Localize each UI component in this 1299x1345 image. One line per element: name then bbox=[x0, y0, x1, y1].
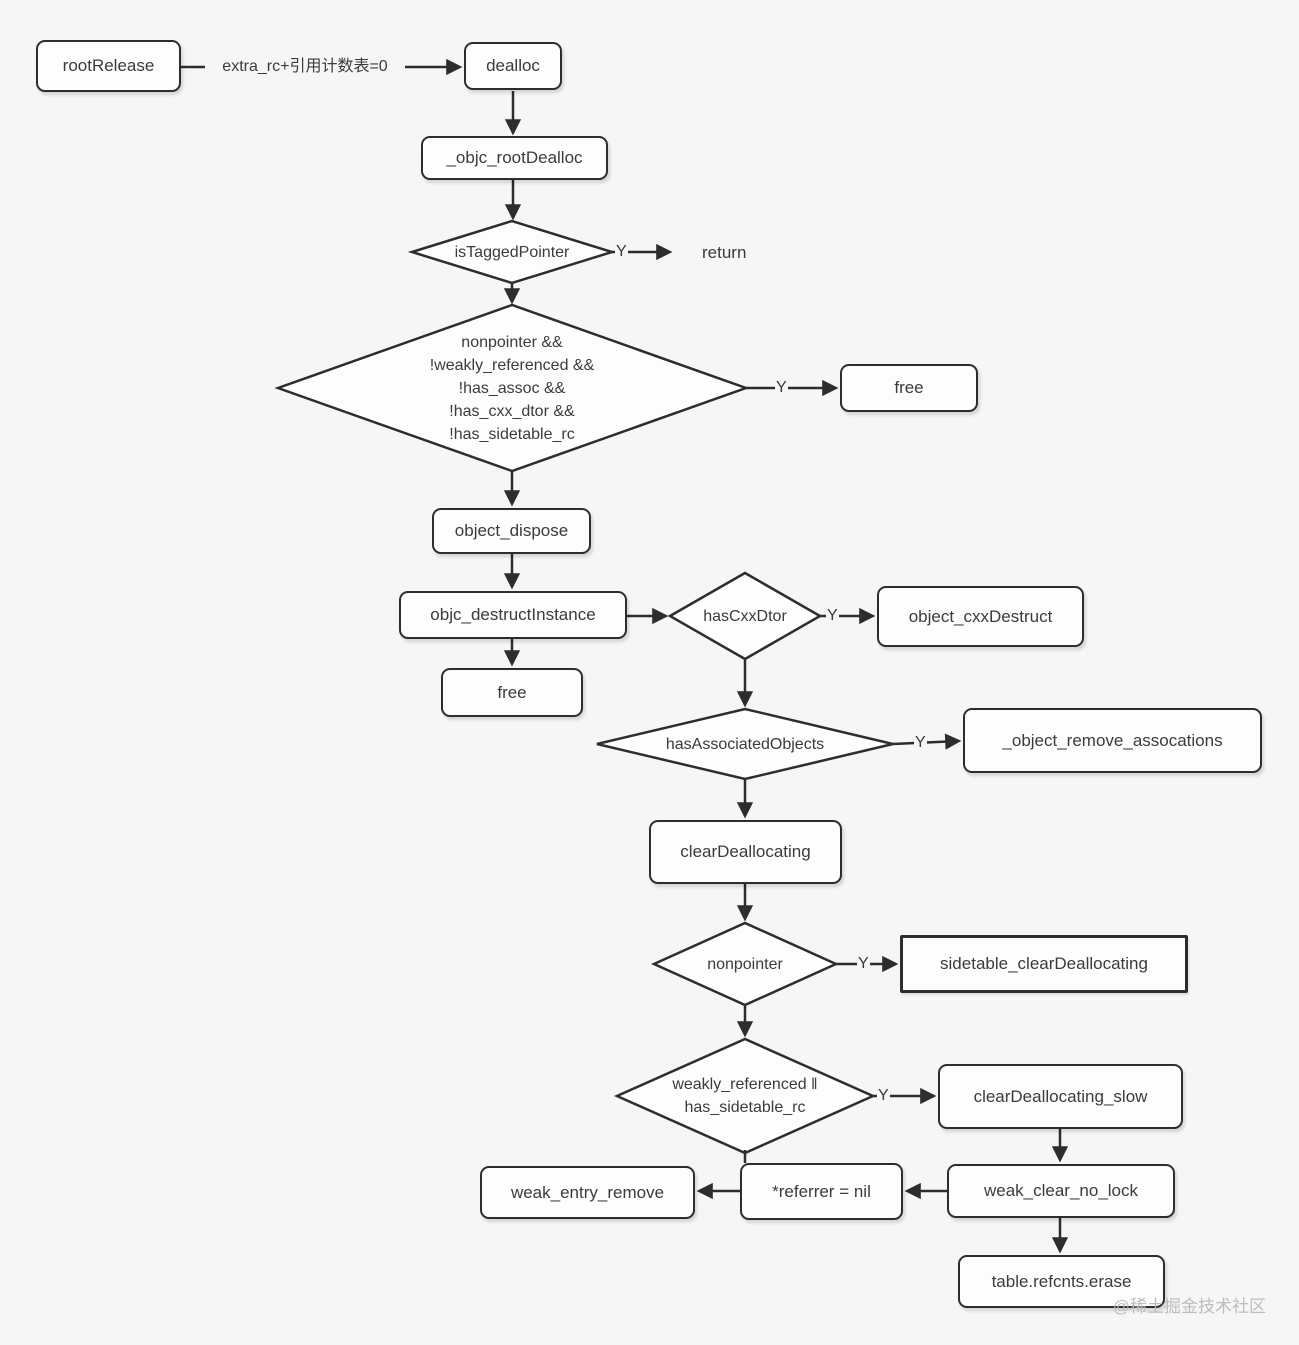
node-weak-clear-no-lock: weak_clear_no_lock bbox=[947, 1164, 1175, 1218]
diamond-label-has-associated-objects: hasAssociatedObjects bbox=[665, 735, 825, 753]
node-sidetable-clear-deallocating: sidetable_clearDeallocating bbox=[900, 935, 1188, 993]
node-free-instance: free bbox=[441, 668, 583, 717]
node-table-refcnts-erase: table.refcnts.erase bbox=[958, 1255, 1165, 1308]
node-object-dispose: object_dispose bbox=[432, 508, 591, 554]
diamond-label-has-cxx-dtor: hasCxxDtor bbox=[703, 607, 787, 625]
watermark: @稀土掘金技术社区 bbox=[1112, 1297, 1266, 1316]
diamond-label-is-tagged-pointer: isTaggedPointer bbox=[454, 243, 570, 261]
return-label: return bbox=[702, 243, 747, 262]
yes-label-is-tagged-pointer: Y bbox=[615, 242, 628, 262]
yes-label-nonpointer: Y bbox=[857, 954, 870, 974]
node-object-remove-assocations: _object_remove_assocations bbox=[963, 708, 1262, 773]
node-free-fastpath: free bbox=[840, 364, 978, 412]
diamond-label-fastpath-condition: nonpointer && !weakly_referenced && !has… bbox=[429, 333, 595, 443]
node-clear-deallocating: clearDeallocating bbox=[649, 820, 842, 884]
diamond-label-nonpointer: nonpointer bbox=[707, 955, 783, 973]
node-dealloc: dealloc bbox=[464, 42, 562, 90]
node-objc-destruct-instance: objc_destructInstance bbox=[399, 591, 627, 639]
yes-label-has-cxx-dtor: Y bbox=[826, 606, 839, 626]
node-weak-entry-remove: weak_entry_remove bbox=[480, 1166, 695, 1219]
node-root-release: rootRelease bbox=[36, 40, 181, 92]
yes-label-weak-or-sidetable: Y bbox=[877, 1086, 890, 1106]
node-objc-root-dealloc: _objc_rootDealloc bbox=[421, 136, 608, 180]
edge-label-extra-rc: extra_rc+引用计数表=0 bbox=[205, 57, 405, 77]
diamond-label-weak-or-sidetable: weakly_referenced ‖ has_sidetable_rc bbox=[672, 1076, 818, 1116]
node-clear-deallocating-slow: clearDeallocating_slow bbox=[938, 1064, 1183, 1129]
yes-label-fastpath: Y bbox=[775, 378, 788, 398]
node-referrer-nil: *referrer = nil bbox=[740, 1163, 903, 1220]
yes-label-has-associated-objects: Y bbox=[914, 733, 927, 753]
node-object-cxx-destruct: object_cxxDestruct bbox=[877, 586, 1084, 647]
